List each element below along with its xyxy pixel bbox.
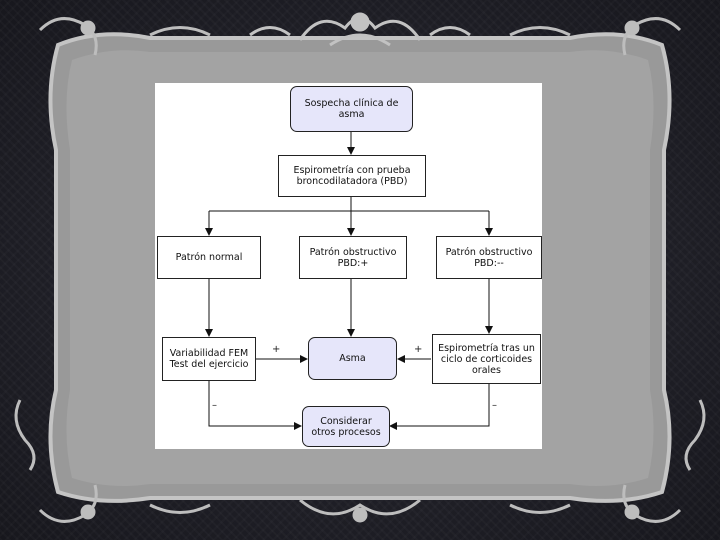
label-minus-left: – — [212, 400, 217, 411]
label-plus-right: + — [414, 344, 423, 355]
arrow-variability-to-consider — [208, 381, 302, 430]
node-obstructive-positive: Patrón obstructivo PBD:+ — [299, 236, 407, 279]
label-plus-left: + — [272, 344, 281, 355]
node-normal-pattern: Patrón normal — [157, 236, 261, 279]
flowchart-panel: Sospecha clínica de asma Espirometría co… — [155, 83, 542, 449]
node-asthma: Asma — [308, 337, 397, 380]
arrow-steroids-to-consider — [389, 383, 490, 430]
flowchart-connectors — [205, 132, 493, 430]
node-spirometry-steroids: Espirometría tras un ciclo de corticoide… — [432, 334, 541, 384]
node-suspicion: Sospecha clínica de asma — [290, 86, 413, 132]
node-consider-other: Considerar otros procesos — [302, 406, 390, 447]
label-minus-right: – — [492, 400, 497, 411]
node-spirometry: Espirometría con prueba broncodilatadora… — [278, 155, 426, 197]
top-ornament — [249, 12, 471, 47]
node-obstructive-negative: Patrón obstructivo PBD:-- — [436, 236, 542, 279]
corner-ornaments — [14, 17, 706, 523]
bottom-ornament — [299, 498, 421, 523]
node-variability: Variabilidad FEM Test del ejercicio — [162, 337, 256, 381]
